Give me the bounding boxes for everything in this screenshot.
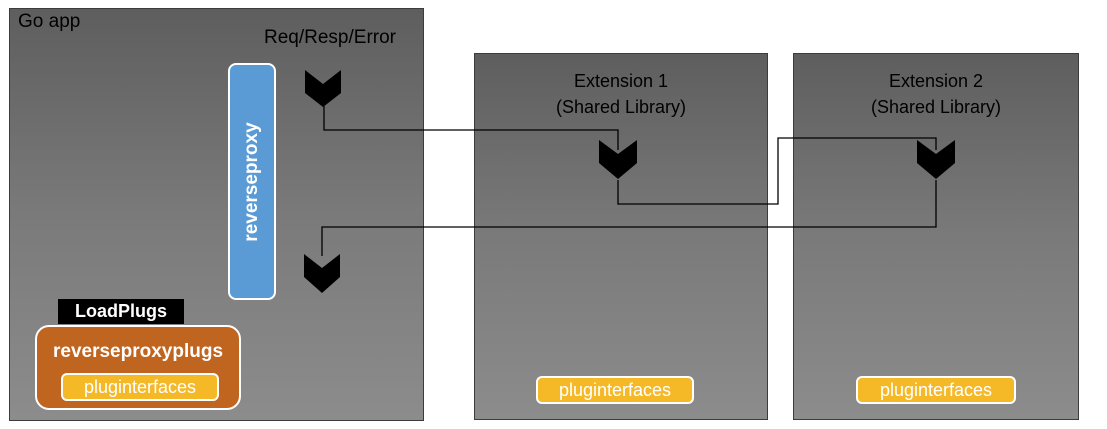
- extension-1-title: Extension 1 (Shared Library): [475, 68, 767, 120]
- reverseproxyplugs-block: reverseproxyplugs pluginterfaces: [35, 325, 241, 410]
- connector-ext2-to-goapp: [321, 180, 937, 256]
- extension-1-subtitle: (Shared Library): [555, 97, 687, 117]
- flow-connectors: [321, 106, 937, 256]
- go-app-title: Go app: [18, 11, 81, 32]
- extension-1-name: Extension 1: [573, 71, 669, 91]
- extension-2-title: Extension 2 (Shared Library): [794, 68, 1078, 120]
- pluginterfaces-go-app: pluginterfaces: [61, 373, 219, 401]
- chevrons: [304, 70, 955, 293]
- loadplugs-label: LoadPlugs: [58, 299, 184, 324]
- extension-2-name: Extension 2: [888, 71, 984, 91]
- extension-1-panel: Extension 1 (Shared Library): [474, 53, 768, 420]
- chevron-down-icon: [305, 70, 341, 107]
- chevron-down-icon: [917, 140, 955, 179]
- extension-2-panel: Extension 2 (Shared Library): [793, 53, 1079, 420]
- connector-ext1-to-ext2: [617, 137, 937, 205]
- extension-2-subtitle: (Shared Library): [870, 97, 1002, 117]
- pluginterfaces-extension-1: pluginterfaces: [536, 376, 694, 404]
- pluginterfaces-extension-2: pluginterfaces: [856, 376, 1016, 404]
- chevron-down-icon: [304, 254, 340, 293]
- reverseproxy-block: reverseproxy: [228, 63, 276, 300]
- reverseproxyplugs-label: reverseproxyplugs: [52, 341, 224, 362]
- connector-goapp-to-ext1: [323, 106, 619, 150]
- chevron-down-icon: [599, 140, 637, 179]
- flow-label: Req/Resp/Error: [264, 27, 396, 48]
